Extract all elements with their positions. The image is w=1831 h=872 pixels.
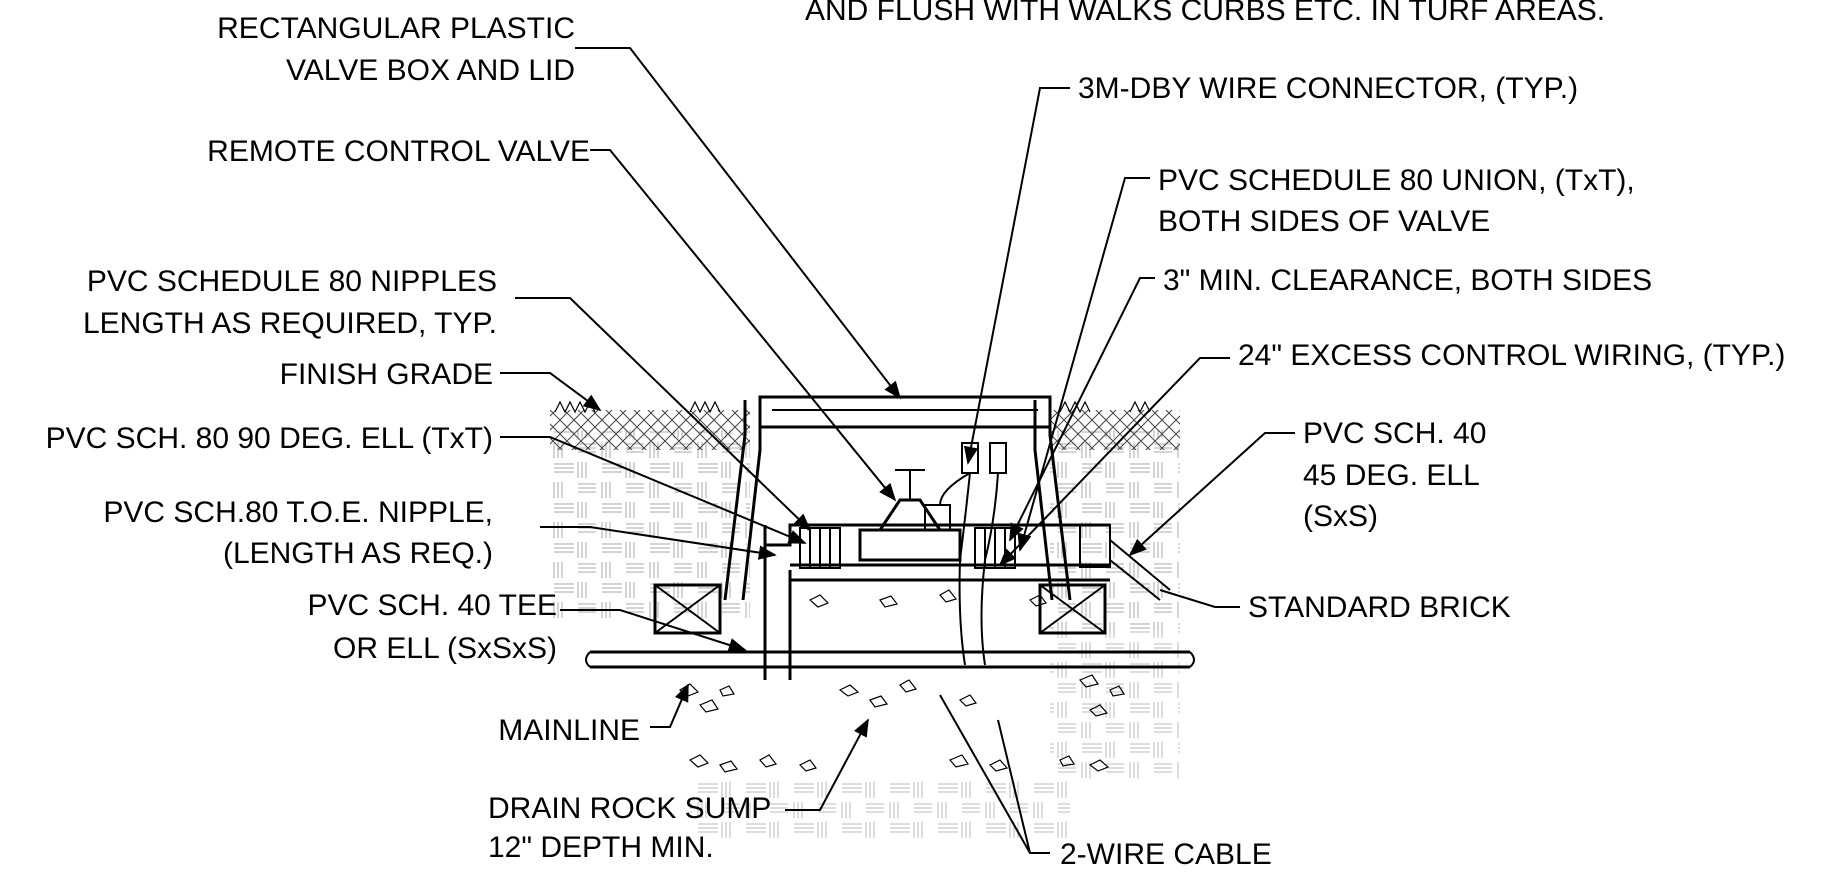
ell-45-label-line1: PVC SCH. 40 xyxy=(1303,417,1486,450)
nipples-label-line1: PVC SCHEDULE 80 NIPPLES xyxy=(87,265,497,298)
finish-grade-label: FINISH GRADE xyxy=(280,358,493,391)
nipples-label-line2: LENGTH AS REQUIRED, TYP. xyxy=(83,307,497,340)
toe-nipple-label-line1: PVC SCH.80 T.O.E. NIPPLE, xyxy=(103,496,493,529)
top-note-label: AND FLUSH WITH WALKS CURBS ETC. IN TURF … xyxy=(805,0,1605,27)
turf-layer xyxy=(550,400,1180,450)
valve-box xyxy=(723,395,1072,601)
mainline-pipe xyxy=(585,650,1195,669)
soil-hatch xyxy=(550,430,1180,840)
leader-lines xyxy=(500,47,1295,854)
valve-box-label-line1: RECTANGULAR PLASTIC xyxy=(217,12,575,45)
clearance-label: 3" MIN. CLEARANCE, BOTH SIDES xyxy=(1163,264,1652,297)
drain-rock-label-line2: 12" DEPTH MIN. xyxy=(488,831,714,864)
wire-connectors xyxy=(939,442,1007,666)
excess-wiring-label: 24" EXCESS CONTROL WIRING, (TYP.) xyxy=(1238,339,1785,372)
two-wire-cable-label: 2-WIRE CABLE xyxy=(1060,838,1272,867)
toe-nipple-label-line2: (LENGTH AS REQ.) xyxy=(223,537,493,570)
ell-45-label-line3: (SxS) xyxy=(1303,500,1378,533)
drain-rock-label-line1: DRAIN ROCK SUMP xyxy=(488,792,771,825)
callout-labels: AND FLUSH WITH WALKS CURBS ETC. IN TURF … xyxy=(46,0,1786,871)
union-label-line2: BOTH SIDES OF VALVE xyxy=(1158,205,1490,238)
remote-control-valve xyxy=(858,469,962,562)
valve-box-label-line2: VALVE BOX AND LID xyxy=(286,54,575,87)
ell-90-label: PVC SCH. 80 90 DEG. ELL (TxT) xyxy=(46,422,493,455)
mainline-label: MAINLINE xyxy=(498,714,640,747)
tee-label-line1: PVC SCH. 40 TEE xyxy=(307,589,557,622)
tee-label-line2: OR ELL (SxSxS) xyxy=(333,632,557,665)
union-right xyxy=(974,527,1016,569)
brick-right xyxy=(1038,583,1107,635)
union-left xyxy=(799,527,841,569)
ell-45-label-line2: 45 DEG. ELL xyxy=(1303,459,1480,492)
wire-connector-label: 3M-DBY WIRE CONNECTOR, (TYP.) xyxy=(1078,72,1578,105)
brick-label: STANDARD BRICK xyxy=(1248,591,1511,624)
union-label-line1: PVC SCHEDULE 80 UNION, (TxT), xyxy=(1158,164,1635,197)
drain-rock xyxy=(678,589,1125,773)
remote-valve-label: REMOTE CONTROL VALVE xyxy=(207,135,590,168)
